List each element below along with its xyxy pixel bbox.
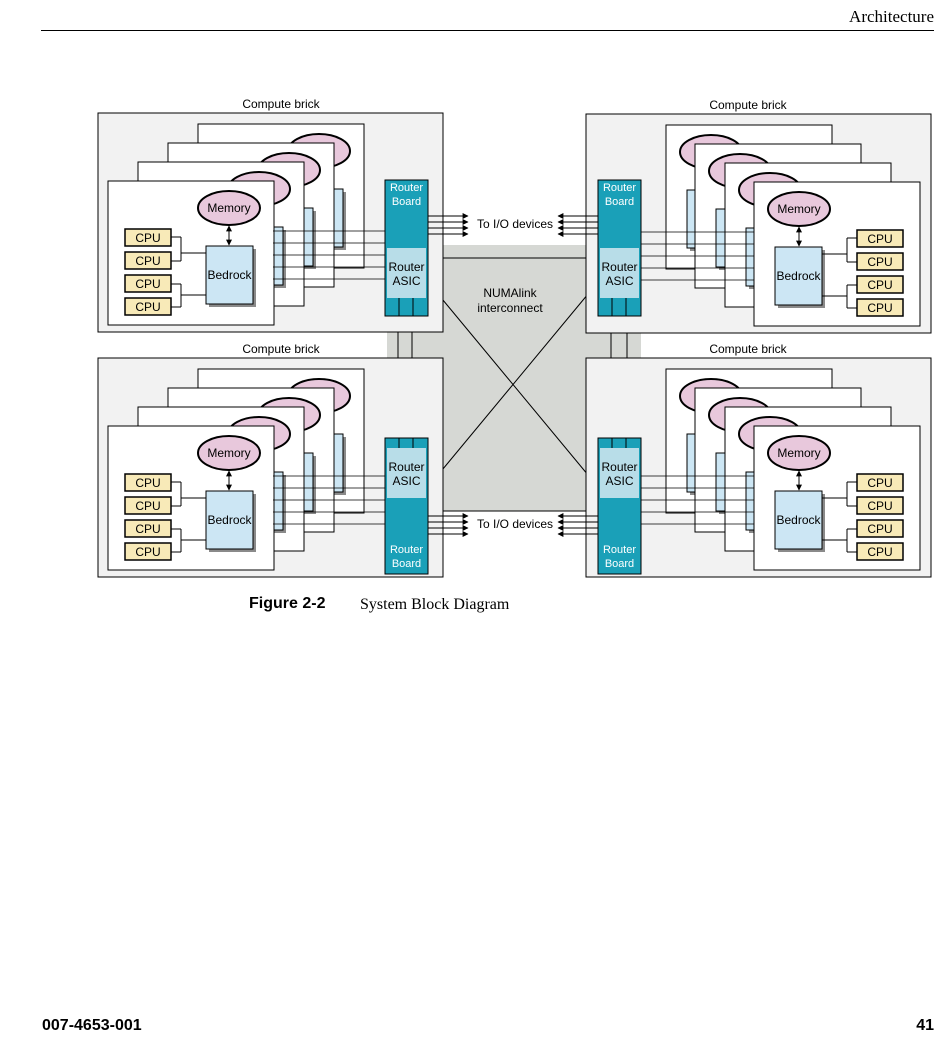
router-asic-label: ASIC [605,474,633,488]
cpu-label: CPU [867,545,892,559]
router-board-label: Router [603,182,636,194]
cpu-label: CPU [135,300,160,314]
bedrock-chip [205,490,254,550]
router-board-label: Router [603,544,636,556]
router-asic-label: ASIC [605,274,633,288]
running-header: Architecture [849,7,934,26]
router-asic-label: Router [601,260,637,274]
memory-node [767,435,831,471]
memory-label: Memory [207,446,250,460]
memory-label: Memory [777,446,820,460]
router-asic-label: ASIC [392,274,420,288]
io-arrows-bottom: To I/O devices [428,513,598,537]
router-board-label: Board [605,196,634,208]
interconnect-label: interconnect [477,301,543,315]
figure-number: Figure 2-2 [249,595,326,612]
router-asic [387,248,426,298]
cpu-label: CPU [135,476,160,490]
interconnect-label: NUMAlink [483,286,537,300]
bedrock-label: Bedrock [207,513,252,527]
cpu-label: CPU [867,301,892,315]
cpu-label: CPU [867,255,892,269]
router-asic-label: Router [601,460,637,474]
cpu-label: CPU [135,499,160,513]
router-board-label: Board [392,196,421,208]
bedrock-chip [774,246,823,306]
cpu-label: CPU [135,277,160,291]
cpu-label: CPU [867,476,892,490]
bedrock-chip [205,245,254,305]
cpu-label: CPU [135,254,160,268]
page-number: 41 [916,1017,934,1034]
io-devices-label: To I/O devices [477,517,553,531]
router-asic [600,448,639,498]
figure-title: System Block Diagram [360,596,510,613]
interconnect-diagonal [427,281,599,488]
cpu-label: CPU [867,278,892,292]
header-rule [41,30,934,31]
memory-node [197,435,261,471]
router-asic [387,448,426,498]
memory-node [767,191,831,227]
compute-brick-label: Compute brick [709,98,787,112]
router-asic [600,248,639,298]
router-asic-label: Router [388,260,424,274]
compute-brick-label: Compute brick [242,342,320,356]
router-board-label: Board [392,558,421,570]
bedrock-chip [774,490,823,550]
compute-brick-label: Compute brick [242,97,320,111]
memory-label: Memory [207,201,250,215]
router-board-label: Board [605,558,634,570]
compute-brick-label: Compute brick [709,342,787,356]
io-devices-label: To I/O devices [477,217,553,231]
router-board-label: Router [390,544,423,556]
router-board-label: Router [390,182,423,194]
cpu-label: CPU [867,522,892,536]
cpu-label: CPU [867,232,892,246]
router-asic-label: Router [388,460,424,474]
cpu-label: CPU [867,499,892,513]
router-asic-label: ASIC [392,474,420,488]
bedrock-label: Bedrock [207,268,252,282]
bedrock-label: Bedrock [776,269,821,283]
document-number: 007-4653-001 [42,1017,142,1034]
cpu-label: CPU [135,545,160,559]
io-arrows-top: To I/O devices [428,213,598,237]
memory-node [197,190,261,226]
bedrock-label: Bedrock [776,513,821,527]
cpu-label: CPU [135,231,160,245]
memory-label: Memory [777,202,820,216]
cpu-label: CPU [135,522,160,536]
